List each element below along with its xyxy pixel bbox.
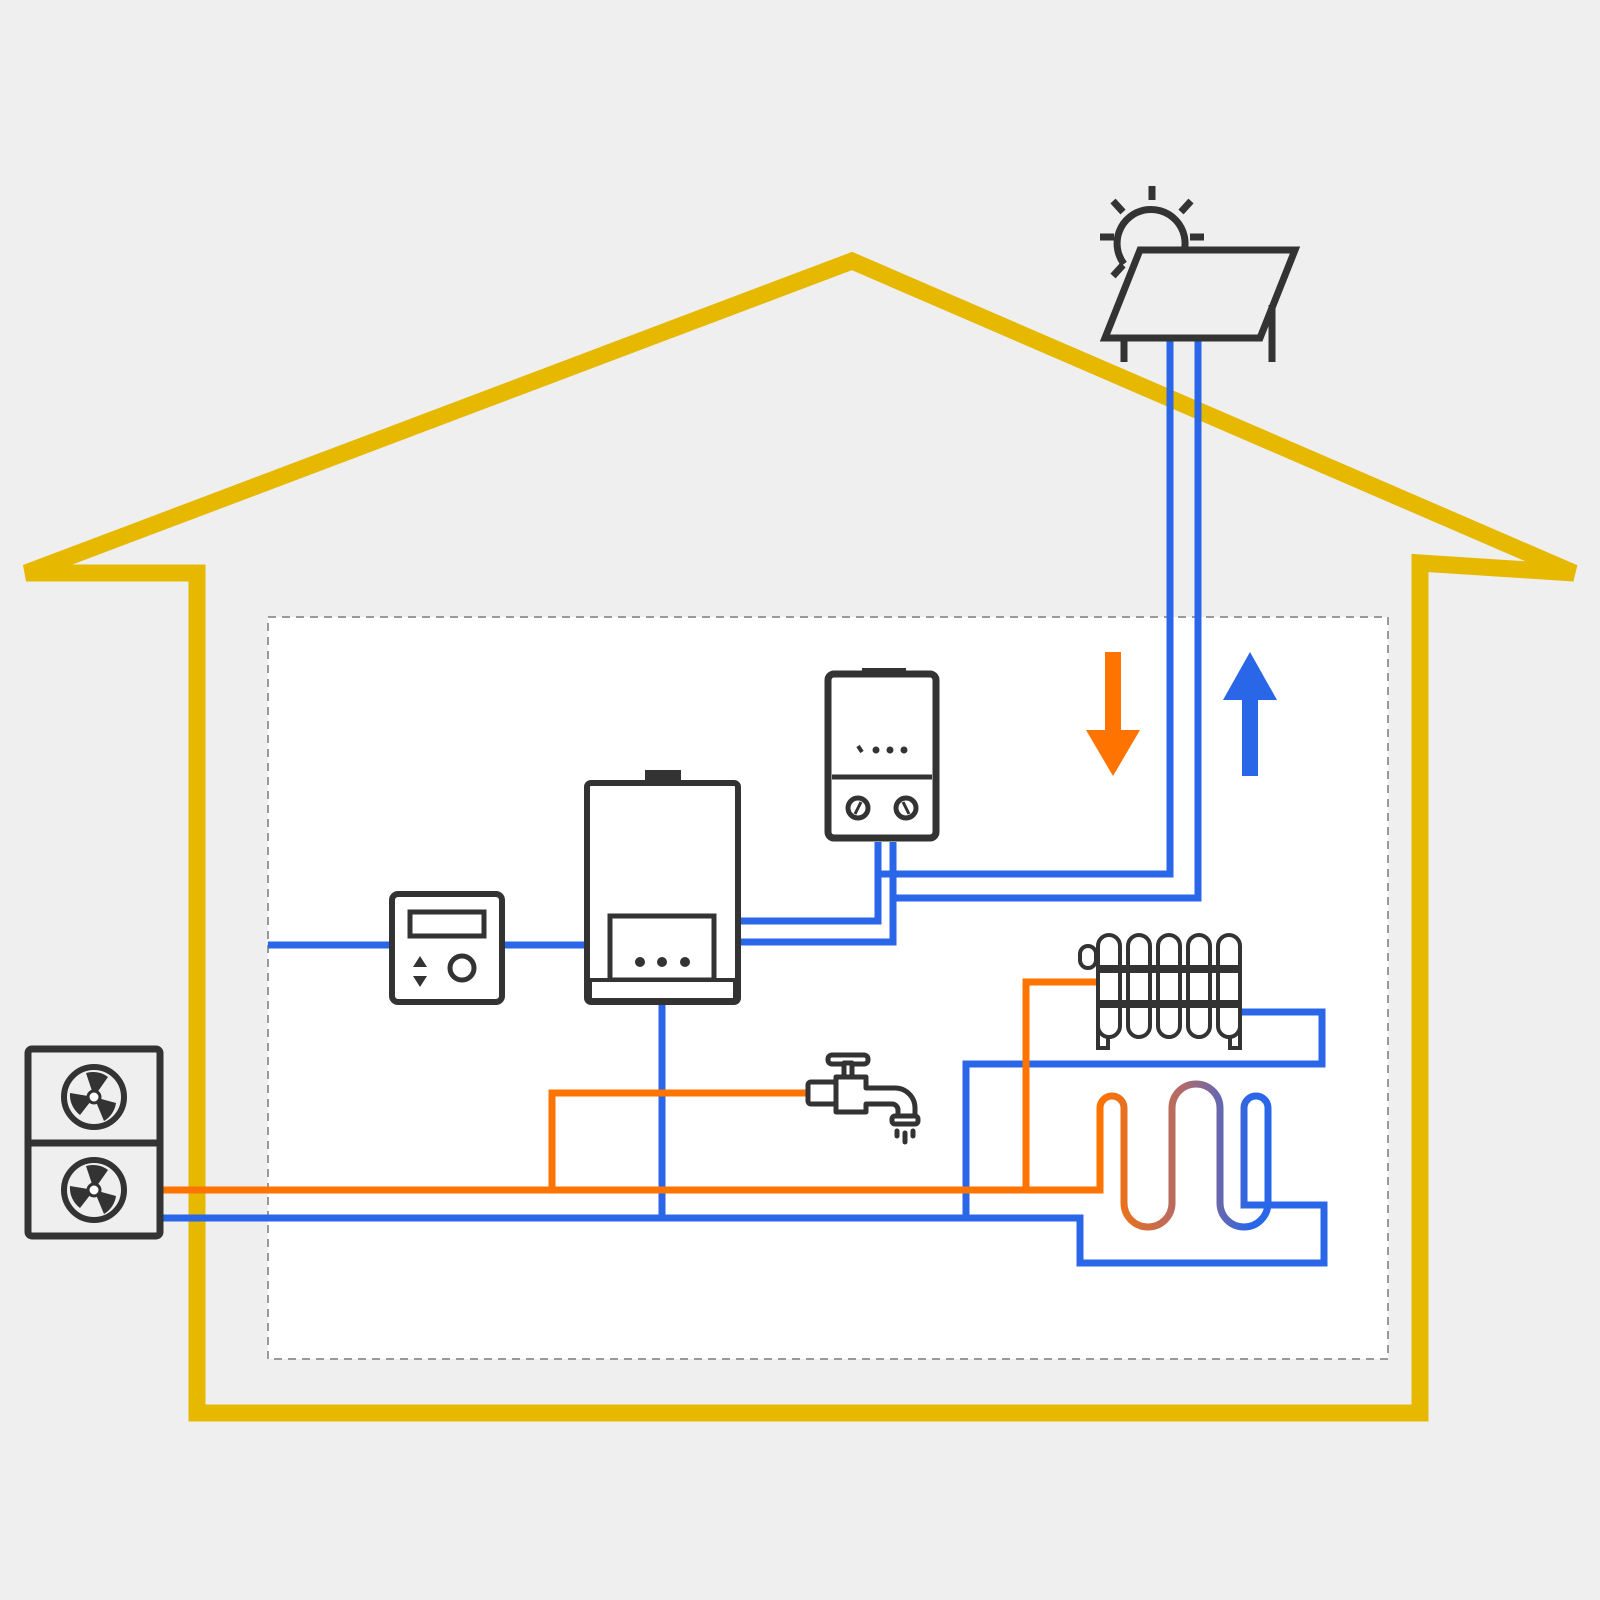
radiator-icon — [1078, 933, 1242, 1050]
water-heater-icon — [824, 668, 940, 842]
cold-pipe-radiator-return — [962, 1008, 1326, 1218]
boiler-icon — [584, 770, 741, 1005]
cold-flow-up-arrow-icon — [1223, 652, 1277, 776]
hot-pipe-radiator-supply — [1022, 978, 1102, 1190]
cold-pipe-boiler-heater-a — [738, 842, 882, 925]
heat-pump-icon — [24, 1045, 164, 1240]
cold-pipe-main-return — [162, 1201, 1328, 1267]
hot-pipe-tap-branch — [548, 1089, 808, 1190]
hot-flow-down-arrow-icon — [1086, 652, 1140, 776]
thermostat-icon — [389, 891, 505, 1005]
house-outline — [22, 251, 1578, 1422]
cold-pipe-heater-solar-a — [878, 340, 1174, 878]
underfloor-heating-coil-icon — [1096, 1080, 1277, 1231]
solar-collector-icon — [1099, 246, 1301, 362]
pipes — [162, 340, 1328, 1267]
cold-pipe-heater-solar-b — [893, 340, 1202, 902]
water-tap-icon — [805, 1052, 921, 1145]
fan-icon — [61, 1064, 127, 1130]
hot-pipe-main-supply — [162, 1108, 1104, 1194]
fan-icon — [61, 1157, 127, 1223]
sun-icon — [1100, 186, 1204, 279]
